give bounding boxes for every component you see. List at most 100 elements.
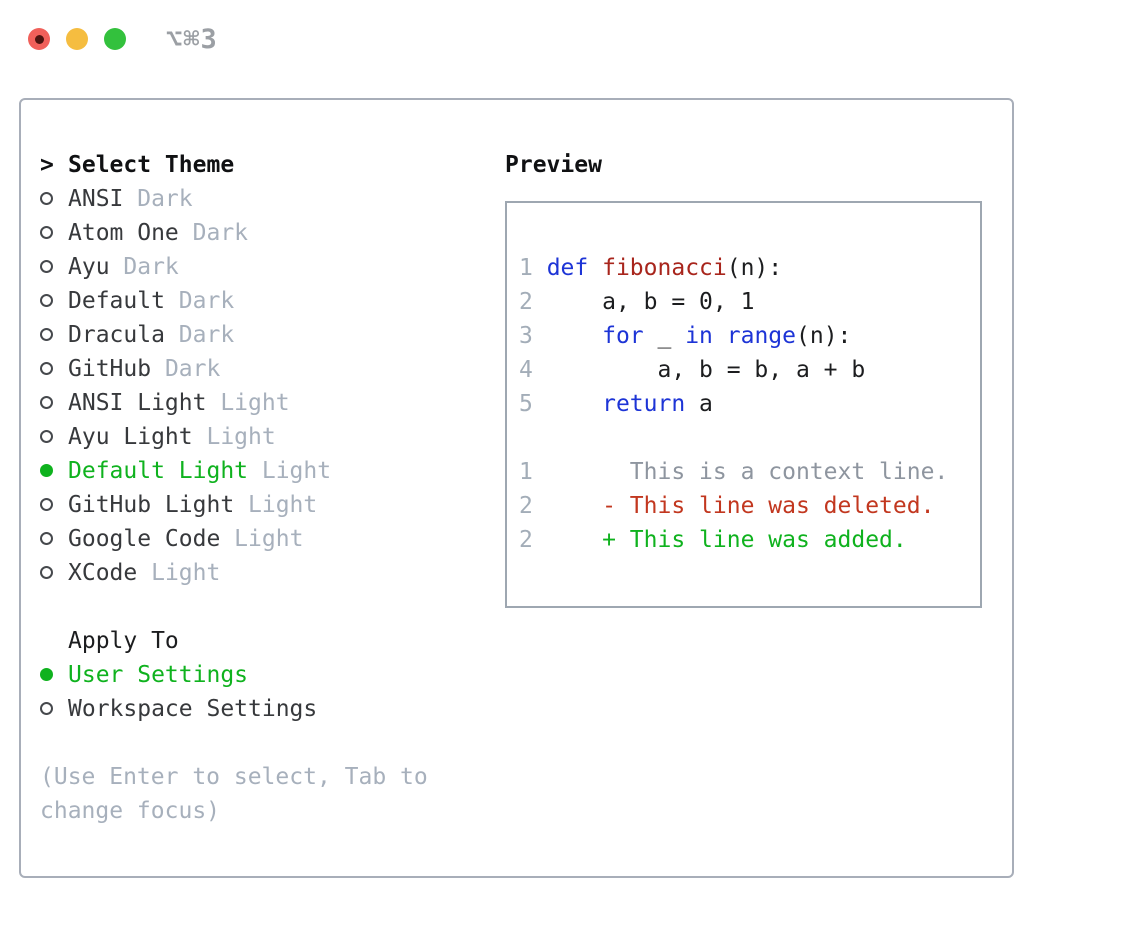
radio-marker xyxy=(40,318,68,352)
theme-item-variant: Light xyxy=(220,526,304,552)
preview-heading: Preview xyxy=(505,148,995,182)
keyboard-shortcut-label: ⌥⌘3 xyxy=(166,23,218,55)
radio-marker xyxy=(40,250,68,284)
line-number: 3 xyxy=(519,323,547,349)
radio-marker xyxy=(40,658,68,692)
radio-marker xyxy=(40,216,68,250)
code-line: 1 This is a context line. xyxy=(519,459,949,485)
radio-icon xyxy=(40,260,53,273)
theme-item[interactable]: ANSI Light Light xyxy=(40,386,428,420)
line-number: 4 xyxy=(519,357,547,383)
close-dot-icon xyxy=(34,34,44,44)
theme-item-variant: Light xyxy=(234,492,318,518)
apply-to-item-name: Workspace Settings xyxy=(68,696,318,722)
line-number: 1 xyxy=(519,255,547,281)
theme-item-variant: Light xyxy=(248,458,332,484)
code-line xyxy=(519,421,980,455)
help-text: (Use Enter to select, Tab to change focu… xyxy=(40,760,428,828)
theme-item[interactable]: Ayu Light Light xyxy=(40,420,428,454)
radio-marker xyxy=(40,454,68,488)
radio-icon xyxy=(40,532,53,545)
line-number: 2 xyxy=(519,527,547,553)
spacer xyxy=(40,590,428,624)
theme-item-variant: Dark xyxy=(109,254,179,280)
theme-item[interactable]: GitHub Light Light xyxy=(40,488,428,522)
theme-item[interactable]: ANSI Dark xyxy=(40,182,428,216)
radio-selected-icon xyxy=(40,668,53,681)
theme-item-variant: Dark xyxy=(164,322,235,348)
theme-item[interactable]: GitHub Dark xyxy=(40,352,428,386)
theme-item-name: GitHub xyxy=(68,356,152,382)
radio-icon xyxy=(40,328,53,341)
apply-to-heading-label: Apply To xyxy=(68,628,179,654)
code-line: 2 - This line was deleted. xyxy=(519,493,935,519)
radio-icon xyxy=(40,294,53,307)
maximize-button[interactable] xyxy=(104,28,126,50)
radio-marker xyxy=(40,420,68,454)
apply-to-heading: Apply To xyxy=(40,624,428,658)
radio-icon xyxy=(40,362,53,375)
apply-to-item[interactable]: User Settings xyxy=(40,658,428,692)
theme-item-name: Google Code xyxy=(68,526,221,552)
select-theme-heading: > Select Theme xyxy=(40,148,428,182)
theme-item-variant: Dark xyxy=(123,186,193,212)
apply-to-item-name: User Settings xyxy=(68,662,249,688)
radio-marker xyxy=(40,386,68,420)
code-line: 3 for _ in range(n): xyxy=(519,323,852,349)
radio-icon xyxy=(40,430,53,443)
theme-item-variant: Light xyxy=(137,560,221,586)
close-button[interactable] xyxy=(28,28,50,50)
code-line: 5 return a xyxy=(519,391,713,417)
line-number: 2 xyxy=(519,289,547,315)
radio-marker xyxy=(40,522,68,556)
line-number: 5 xyxy=(519,391,547,417)
select-theme-heading-label: Select Theme xyxy=(68,152,235,178)
theme-item-variant: Light xyxy=(206,390,290,416)
theme-item-name: Atom One xyxy=(68,220,179,246)
apply-to-item[interactable]: Workspace Settings xyxy=(40,692,428,726)
spacer xyxy=(40,726,428,760)
theme-item-name: GitHub Light xyxy=(68,492,235,518)
minimize-button[interactable] xyxy=(66,28,88,50)
radio-icon xyxy=(40,226,53,239)
theme-item[interactable]: Atom One Dark xyxy=(40,216,428,250)
radio-icon xyxy=(40,702,53,715)
theme-item-name: Default xyxy=(68,288,165,314)
theme-item[interactable]: Dracula Dark xyxy=(40,318,428,352)
theme-item[interactable]: XCode Light xyxy=(40,556,428,590)
radio-marker xyxy=(40,556,68,590)
theme-item[interactable]: Ayu Dark xyxy=(40,250,428,284)
theme-item[interactable]: Default Dark xyxy=(40,284,428,318)
theme-item[interactable]: Default Light Light xyxy=(40,454,428,488)
code-line: 2 + This line was added. xyxy=(519,527,907,553)
theme-item-variant: Light xyxy=(192,424,276,450)
code-line: 2 a, b = 0, 1 xyxy=(519,289,755,315)
radio-marker xyxy=(40,692,68,726)
theme-item-variant: Dark xyxy=(178,220,249,246)
radio-marker xyxy=(40,488,68,522)
radio-marker xyxy=(40,284,68,318)
cursor-marker: > xyxy=(40,152,54,178)
theme-item-name: XCode xyxy=(68,560,138,586)
help-line-2: change focus) xyxy=(40,798,221,824)
preview-heading-label: Preview xyxy=(505,152,602,178)
theme-item-variant: Dark xyxy=(164,288,235,314)
theme-item-name: Dracula xyxy=(68,322,165,348)
theme-item-name: Default Light xyxy=(68,458,249,484)
radio-selected-icon xyxy=(40,464,53,477)
code-line: 4 a, b = b, a + b xyxy=(519,357,866,383)
radio-marker xyxy=(40,352,68,386)
radio-icon xyxy=(40,566,53,579)
radio-icon xyxy=(40,396,53,409)
radio-icon xyxy=(40,192,53,205)
theme-item[interactable]: Google Code Light xyxy=(40,522,428,556)
line-number: 2 xyxy=(519,493,547,519)
radio-marker xyxy=(40,182,68,216)
